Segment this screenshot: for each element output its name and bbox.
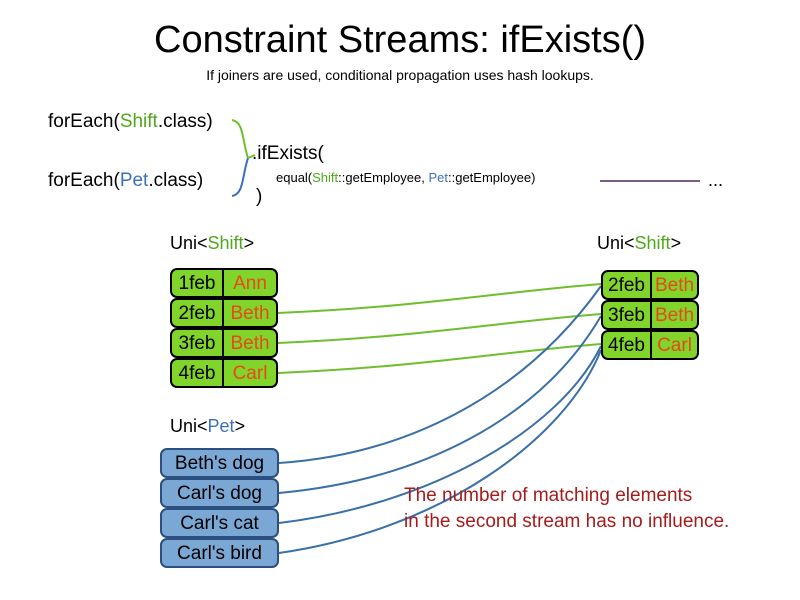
right-shift-row-0-name: Beth	[654, 274, 695, 296]
left-shift-row-1-date: 2feb	[172, 300, 224, 326]
label-left-shift-type: Shift	[207, 233, 244, 253]
code-foreach-pet: forEach(Pet.class)	[48, 170, 203, 192]
page-title: Constraint Streams: ifExists()	[154, 19, 646, 61]
wire-shift-2feb	[277, 283, 602, 314]
code-foreach-pet-prefix: forEach(	[48, 170, 120, 191]
code-equal-joiner: equal(Shift::getEmployee, Pet::getEmploy…	[276, 170, 535, 186]
stream-merge-brace	[231, 119, 256, 197]
brace-tip	[247, 154, 256, 159]
left-shift-row-2-name: Beth	[230, 332, 270, 354]
right-shift-row-1[interactable]: 3feb Beth	[601, 300, 699, 330]
code-equal-right-type: Pet	[428, 170, 448, 185]
code-equal-prefix: equal(	[276, 170, 313, 185]
right-shift-row-2-date: 4feb	[603, 332, 652, 358]
right-shift-row-0[interactable]: 2feb Beth	[601, 270, 699, 300]
left-pet-row-3[interactable]: Carl's bird	[160, 538, 279, 568]
annotation-line-1: The number of matching elements	[404, 485, 693, 506]
label-left-shift-prefix: Uni<	[170, 233, 208, 253]
wire-shift-4feb	[277, 343, 602, 374]
left-shift-row-3-date: 4feb	[172, 360, 224, 386]
left-pet-row-1[interactable]: Carl's dog	[160, 478, 279, 508]
left-shift-row-0[interactable]: 1feb Ann	[170, 268, 278, 298]
left-shift-row-2-date: 3feb	[172, 330, 224, 356]
right-shift-row-1-date: 3feb	[603, 302, 652, 328]
code-ifexists: .ifExists(	[252, 143, 324, 164]
left-shift-row-1[interactable]: 2feb Beth	[170, 298, 278, 328]
left-pet-row-3-name: Carl's bird	[177, 542, 262, 564]
left-pet-row-2-name: Carl's cat	[180, 512, 259, 534]
label-left-shift-suffix: >	[243, 233, 255, 253]
code-foreach-shift-suffix: .class)	[157, 111, 213, 132]
wire-pet-carls-dog	[278, 315, 602, 494]
label-right-shift-suffix: >	[670, 233, 682, 253]
brace-upper-green	[231, 119, 249, 159]
left-shift-row-3-name: Carl	[232, 362, 268, 384]
right-shift-row-0-date: 2feb	[603, 272, 652, 298]
right-shift-row-1-name: Beth	[654, 304, 695, 326]
code-close-paren: )	[256, 186, 263, 207]
code-foreach-shift-prefix: forEach(	[48, 111, 120, 132]
code-foreach-pet-suffix: .class)	[148, 170, 204, 191]
joiner-rule-line	[600, 180, 700, 182]
annotation-note: The number of matching elements in the s…	[404, 483, 729, 535]
label-left-pet-stream: Uni<Pet>	[170, 415, 245, 437]
label-left-shift-stream: Uni<Shift>	[170, 232, 254, 254]
label-right-shift-prefix: Uni<	[597, 233, 635, 253]
left-pet-row-2[interactable]: Carl's cat	[160, 508, 279, 538]
label-right-shift-type: Shift	[634, 233, 671, 253]
code-foreach-pet-type: Pet	[119, 170, 149, 191]
page-subtitle: If joiners are used, conditional propaga…	[206, 67, 594, 83]
left-pet-row-1-name: Carl's dog	[177, 482, 262, 504]
right-shift-row-2-name: Carl	[657, 334, 692, 356]
code-equal-right-method: ::getEmployee)	[448, 170, 536, 185]
left-shift-row-1-name: Beth	[230, 302, 270, 324]
label-left-pet-prefix: Uni<	[170, 416, 208, 436]
annotation-line-2: in the second stream has no influence.	[404, 511, 730, 532]
left-shift-row-0-name: Ann	[233, 272, 267, 294]
code-foreach-shift: forEach(Shift.class)	[48, 111, 213, 133]
left-pet-row-0[interactable]: Beth's dog	[160, 448, 279, 478]
left-shift-row-0-date: 1feb	[172, 270, 224, 296]
brace-lower-blue	[231, 157, 249, 197]
label-right-shift-stream: Uni<Shift>	[597, 232, 681, 254]
label-left-pet-type: Pet	[207, 416, 235, 436]
label-left-pet-suffix: >	[234, 416, 246, 436]
left-shift-row-2[interactable]: 3feb Beth	[170, 328, 278, 358]
right-shift-row-2[interactable]: 4feb Carl	[601, 330, 699, 360]
code-equal-left-type: Shift	[312, 170, 339, 185]
wire-pet-beths-dog	[278, 285, 602, 464]
wire-shift-3feb	[277, 313, 602, 344]
code-ellipsis: ...	[708, 170, 724, 190]
code-foreach-shift-type: Shift	[119, 111, 158, 132]
code-equal-left-method: ::getEmployee,	[338, 170, 429, 185]
left-shift-row-3[interactable]: 4feb Carl	[170, 358, 278, 388]
left-pet-row-0-name: Beth's dog	[174, 452, 265, 474]
